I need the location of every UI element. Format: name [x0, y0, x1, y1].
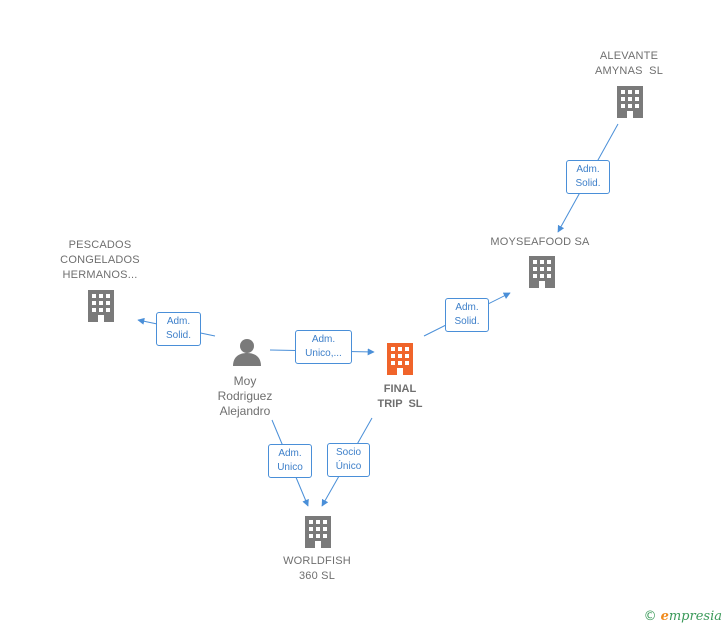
- edge-label-finaltrip-moyseafood[interactable]: Adm. Solid.: [445, 298, 489, 332]
- empresia-logo: ©empresia: [643, 609, 722, 624]
- node-label-moyseafood[interactable]: MOYSEAFOOD SA: [490, 236, 590, 248]
- building-icon[interactable]: [529, 256, 555, 288]
- edge-label-person-finaltrip[interactable]: Adm. Unico,...: [295, 330, 352, 364]
- node-label-finaltrip[interactable]: FINAL TRIP SL: [377, 383, 423, 410]
- node-label-person[interactable]: Moy Rodriguez Alejandro: [217, 374, 273, 418]
- building-icon[interactable]: [305, 516, 331, 548]
- person-icon[interactable]: [233, 339, 261, 366]
- node-label-alevante[interactable]: ALEVANTE AMYNAS SL: [594, 50, 664, 77]
- edge-label-finaltrip-worldfish[interactable]: Socio Único: [327, 443, 370, 477]
- building-icon[interactable]: [617, 86, 643, 118]
- node-label-pescados[interactable]: PESCADOS CONGELADOS HERMANOS...: [60, 239, 140, 281]
- edge-label-alevante-moyseafood[interactable]: Adm. Solid.: [566, 160, 610, 194]
- node-label-worldfish[interactable]: WORLDFISH 360 SL: [283, 555, 351, 582]
- building-icon[interactable]: [88, 290, 114, 322]
- edge-label-person-worldfish[interactable]: Adm. Unico: [268, 444, 312, 478]
- edge-label-person-pescados[interactable]: Adm. Solid.: [156, 312, 201, 346]
- copyright-icon: ©: [643, 609, 657, 624]
- building-icon-focus[interactable]: [387, 343, 413, 375]
